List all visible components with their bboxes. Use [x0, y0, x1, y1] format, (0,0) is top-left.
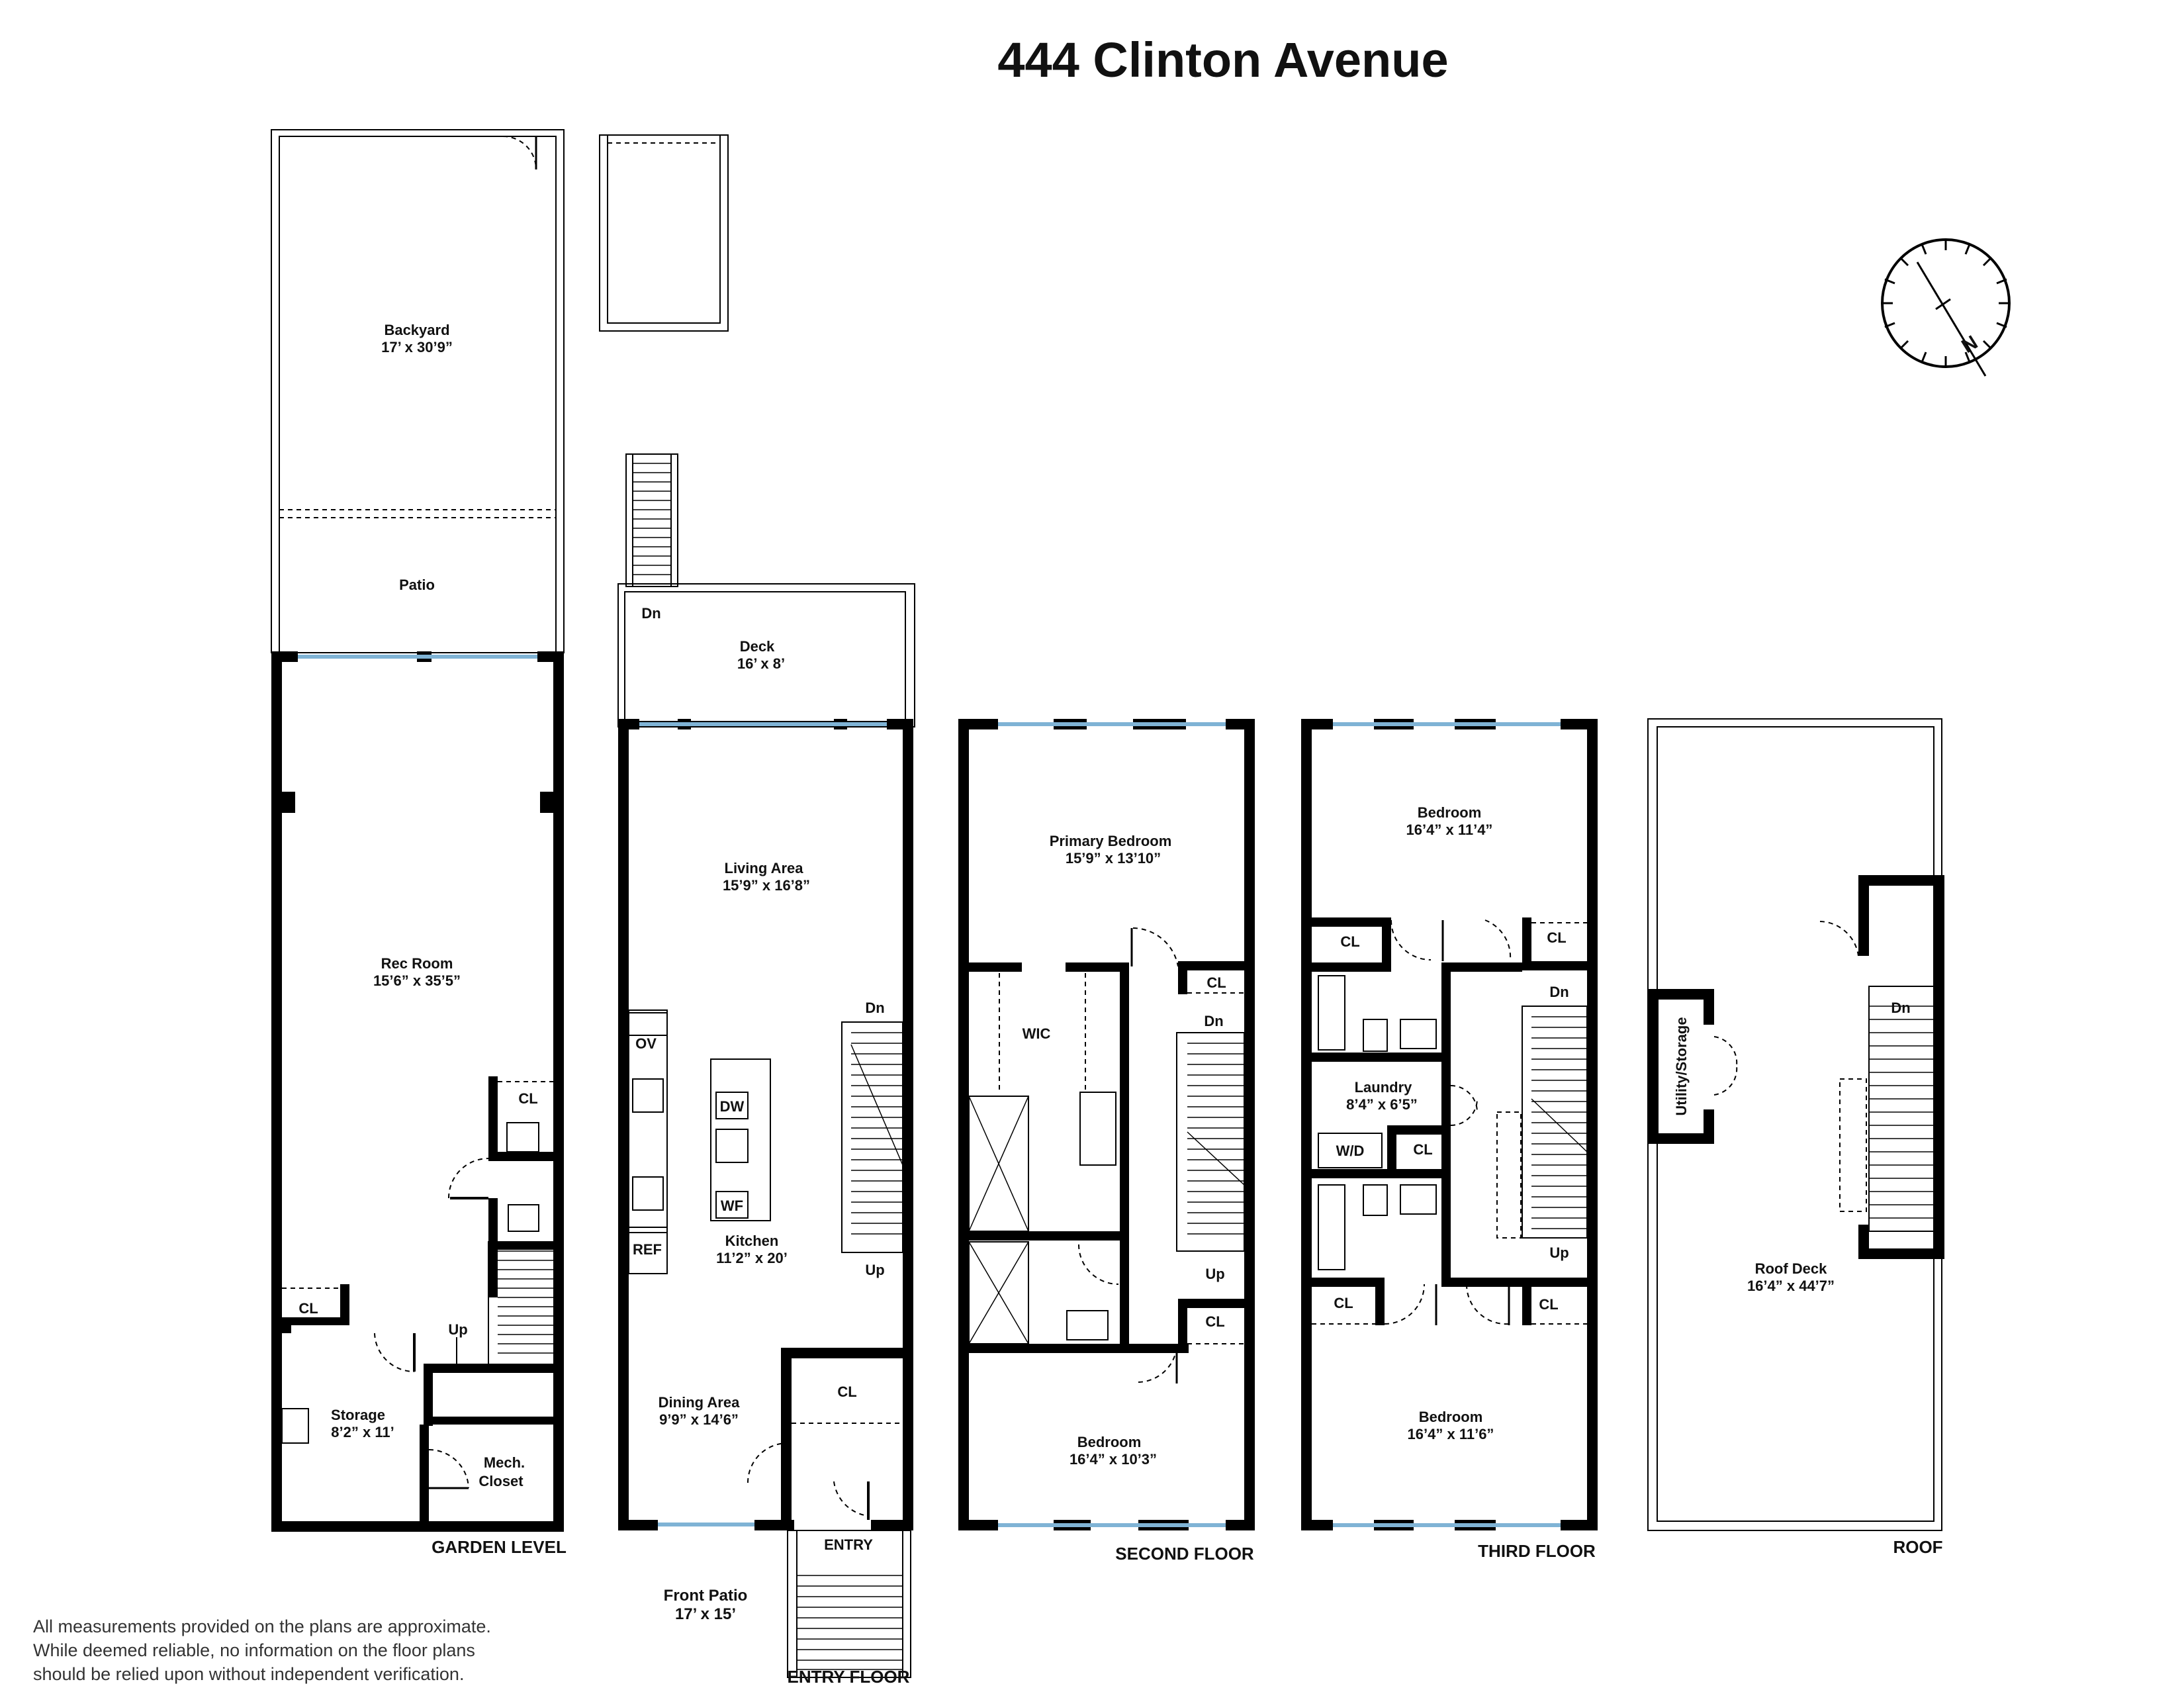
bedroom-bottom-name: Bedroom: [1419, 1409, 1483, 1425]
north-arrow-icon: N: [1881, 238, 2011, 377]
roof-stair-dn-label: Dn: [1891, 1000, 1910, 1016]
primary-bedroom-dim: 15’9” x 13’10”: [1066, 850, 1161, 867]
front-patio-name: Front Patio: [664, 1587, 748, 1605]
roof-deck-dim: 16’4” x 44’7”: [1747, 1278, 1835, 1294]
stair-up-label: Up: [1205, 1266, 1224, 1282]
entry-label: ENTRY: [824, 1536, 873, 1553]
stair-up-label: Up: [1549, 1244, 1569, 1261]
closet-label: CL: [518, 1090, 537, 1107]
deck-dim: 16’ x 8’: [737, 655, 785, 672]
storage-dim: 8’2” x 11’: [331, 1424, 394, 1440]
kitchen-dim: 11’2” x 20’: [716, 1250, 788, 1266]
backyard-name: Backyard: [384, 322, 449, 338]
floor-label-second: SECOND FLOOR: [1115, 1544, 1254, 1564]
front-patio-dim: 17’ x 15’: [675, 1605, 736, 1623]
primary-bedroom-name: Primary Bedroom: [1050, 833, 1172, 849]
closet-label: CL: [1206, 974, 1226, 991]
mech-closet-line2: Closet: [478, 1473, 523, 1489]
laundry-dim: 8’4” x 6’5”: [1346, 1096, 1418, 1113]
bedroom-top-dim: 16’4” x 11’4”: [1406, 821, 1493, 838]
closet-label: CL: [1334, 1295, 1353, 1311]
entry-floor-plan: Dn Deck 16’ x 8’ Living Area 15’9” x 16’…: [617, 453, 915, 1687]
disclaimer: All measurements provided on the plans a…: [33, 1617, 491, 1684]
disclaimer-line: should be relied upon without independen…: [33, 1664, 464, 1684]
mech-closet-line1: Mech.: [484, 1454, 525, 1471]
closet-label: CL: [1539, 1296, 1558, 1313]
storage-name: Storage: [331, 1407, 385, 1423]
bedroom-top-name: Bedroom: [1418, 804, 1482, 821]
deck-stair-label: Dn: [641, 605, 660, 622]
floor-label-roof: ROOF: [1893, 1537, 1942, 1557]
floor-label-garden: GARDEN LEVEL: [432, 1537, 567, 1557]
floor-label-entry: ENTRY FLOOR: [788, 1667, 910, 1687]
parking-spot-plan: [599, 134, 729, 332]
bedroom-dim: 16’4” x 10’3”: [1069, 1451, 1157, 1468]
closet-label: CL: [298, 1300, 318, 1317]
stair-dn-label: Dn: [1204, 1013, 1223, 1029]
disclaimer-line: While deemed reliable, no information on…: [33, 1640, 475, 1660]
stair-up-label: Up: [865, 1262, 884, 1278]
rec-room-name: Rec Room: [381, 955, 453, 972]
closet-label: CL: [837, 1383, 856, 1400]
deck-name: Deck: [740, 638, 775, 655]
closet-label: CL: [1205, 1313, 1224, 1330]
closet-label: CL: [1413, 1141, 1432, 1158]
wine-fridge-label: WF: [721, 1197, 743, 1214]
patio-name: Patio: [399, 577, 435, 593]
stair-up-label: Up: [448, 1321, 467, 1338]
garden-level-plan: Backyard 17’ x 30’9” Patio Rec Room 15’6…: [271, 129, 567, 1557]
bedroom-name: Bedroom: [1077, 1434, 1142, 1450]
closet-label: CL: [1547, 929, 1566, 946]
second-floor-plan: Primary Bedroom 15’9” x 13’10” CL WIC Dn…: [958, 719, 1255, 1564]
third-floor-plan: Bedroom 16’4” x 11’4” CL CL Dn Laundry 8…: [1301, 719, 1598, 1561]
page-title: 444 Clinton Avenue: [997, 32, 1448, 87]
stair-dn-label: Dn: [865, 1000, 884, 1016]
roof-deck-name: Roof Deck: [1755, 1260, 1828, 1277]
wic-label: WIC: [1023, 1025, 1051, 1042]
disclaimer-line: All measurements provided on the plans a…: [33, 1617, 491, 1636]
washer-dryer-label: W/D: [1336, 1143, 1365, 1159]
floor-label-third: THIRD FLOOR: [1478, 1541, 1596, 1561]
dining-area-name: Dining Area: [659, 1394, 740, 1411]
oven-label: OV: [635, 1035, 657, 1052]
roof-plan: Utility/Storage Dn Roof Deck 16’4” x 44’…: [1647, 718, 1944, 1557]
refrigerator-label: REF: [633, 1241, 662, 1258]
stair-dn-label: Dn: [1549, 984, 1569, 1000]
living-area-name: Living Area: [725, 860, 804, 876]
kitchen-name: Kitchen: [725, 1233, 779, 1249]
living-area-dim: 15’9” x 16’8”: [723, 877, 810, 894]
bedroom-bottom-dim: 16’4” x 11’6”: [1408, 1426, 1494, 1442]
backyard-dim: 17’ x 30’9”: [381, 339, 453, 355]
rec-room-dim: 15’6” x 35’5”: [373, 972, 461, 989]
closet-label: CL: [1340, 933, 1359, 950]
dining-area-dim: 9’9” x 14’6”: [659, 1411, 739, 1428]
utility-storage-label: Utility/Storage: [1673, 1017, 1690, 1115]
laundry-name: Laundry: [1355, 1079, 1413, 1096]
dishwasher-label: DW: [720, 1098, 745, 1115]
